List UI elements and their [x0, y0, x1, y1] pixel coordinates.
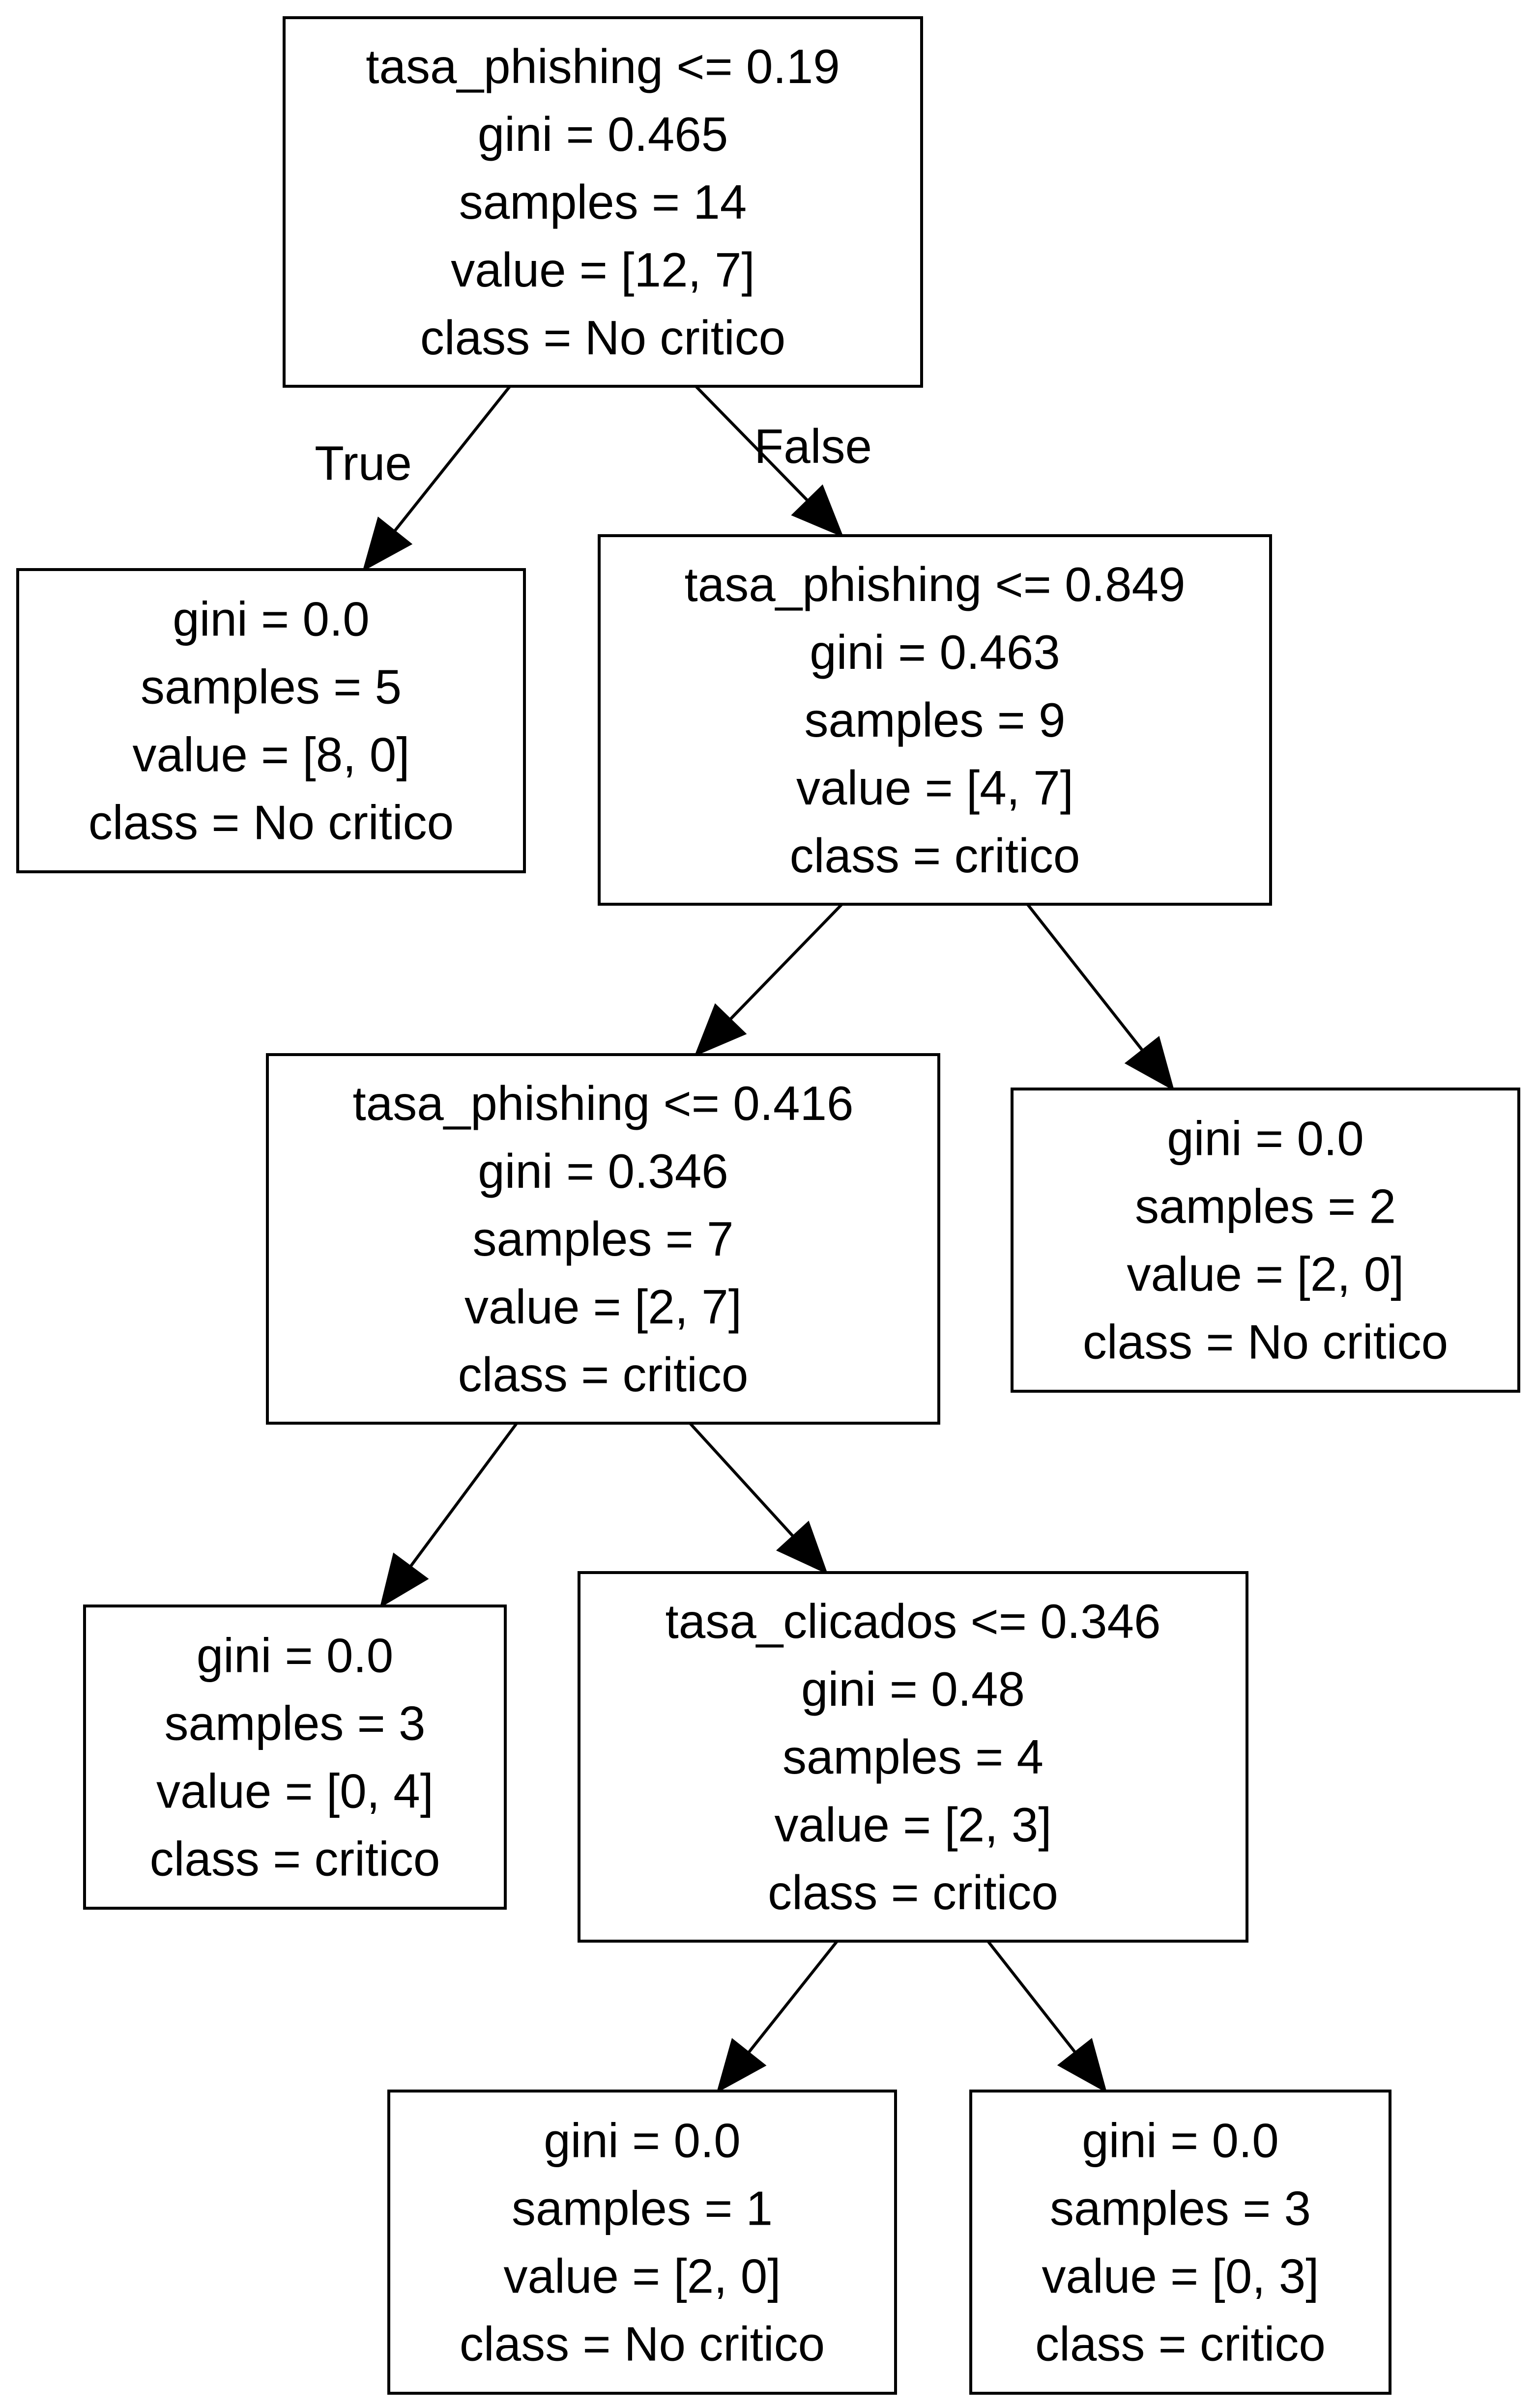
edge-line	[986, 1940, 1076, 2054]
node-text-line: class = No critico	[1083, 1315, 1448, 1369]
node-text-line: class = critico	[790, 829, 1080, 883]
edge-n6-n8	[986, 1940, 1107, 2093]
node-text-line: samples = 14	[459, 175, 747, 229]
arrow-head	[362, 516, 413, 572]
node-text-line: gini = 0.463	[810, 625, 1060, 679]
node-text-line: value = [0, 3]	[1042, 2249, 1319, 2303]
tree-node-n8: gini = 0.0 samples = 3 value = [0, 3] class…	[969, 2090, 1391, 2395]
node-text-line: value = [2, 0]	[504, 2249, 781, 2303]
node-text-line: samples = 3	[164, 1696, 425, 1750]
edge-line	[695, 385, 809, 502]
arrow-head	[694, 1003, 747, 1057]
edge-n6-n7	[716, 1940, 839, 2093]
node-text-line: gini = 0.0	[173, 592, 369, 646]
node-text-line: samples = 9	[804, 693, 1065, 747]
arrow-head	[379, 1552, 429, 1608]
tree-node-n1: gini = 0.0 samples = 5 value = [8, 0] class…	[16, 568, 526, 873]
edge-line	[1026, 903, 1144, 1052]
node-text-line: tasa_phishing <= 0.19	[366, 39, 840, 93]
arrow-head	[776, 1520, 828, 1575]
node-text-line: class = critico	[150, 1832, 440, 1886]
edges-layer: True False	[315, 385, 1175, 2093]
edge-label: False	[754, 419, 872, 473]
edge-line	[689, 1422, 794, 1538]
tree-node-n2: tasa_phishing <= 0.849 gini = 0.463 sample…	[598, 534, 1272, 906]
node-text-line: class = critico	[768, 1865, 1058, 1920]
node-text-line: value = [12, 7]	[451, 243, 754, 297]
node-box	[578, 1571, 1248, 1943]
node-text-line: samples = 1	[512, 2181, 773, 2236]
node-text-line: gini = 0.48	[801, 1662, 1025, 1716]
node-text-line: gini = 0.0	[544, 2114, 740, 2168]
node-text-line: samples = 7	[472, 1212, 733, 1266]
node-text-line: gini = 0.0	[197, 1629, 393, 1683]
node-text-line: value = [0, 4]	[156, 1764, 434, 1818]
tree-node-n7: gini = 0.0 samples = 1 value = [2, 0] class…	[387, 2090, 897, 2395]
edge-line	[747, 1940, 839, 2054]
edge-n3-n5	[379, 1422, 518, 1608]
node-text-line: class = No critico	[460, 2317, 825, 2371]
node-text-line: gini = 0.0	[1082, 2114, 1278, 2168]
node-text-line: gini = 0.465	[478, 107, 728, 161]
node-text-line: samples = 4	[782, 1730, 1043, 1784]
arrow-head	[1057, 2037, 1107, 2093]
node-text-line: samples = 3	[1050, 2181, 1311, 2236]
node-box	[16, 568, 526, 873]
edge-label: True	[315, 436, 412, 490]
edge-line	[409, 1422, 518, 1568]
node-box	[266, 1053, 940, 1425]
node-box	[83, 1605, 507, 1910]
tree-node-n6: tasa_clicados <= 0.346 gini = 0.48 samples…	[578, 1571, 1248, 1943]
arrow-head	[791, 484, 844, 538]
edge-n0-n1: True	[315, 385, 511, 572]
tree-node-n0: tasa_phishing <= 0.19 gini = 0.465 samples…	[283, 16, 923, 388]
edge-line	[729, 903, 843, 1021]
node-box	[969, 2090, 1391, 2395]
node-text-line: samples = 2	[1135, 1179, 1396, 1233]
node-text-line: samples = 5	[141, 660, 402, 714]
node-text-line: class = No critico	[88, 796, 454, 850]
edge-n0-n2: False	[695, 385, 872, 538]
arrow-head	[716, 2038, 767, 2093]
node-text-line: value = [2, 0]	[1127, 1247, 1404, 1301]
node-text-line: class = No critico	[420, 311, 785, 365]
nodes-layer: tasa_phishing <= 0.19 gini = 0.465 samples…	[16, 16, 1520, 2395]
node-text-line: value = [8, 0]	[133, 728, 410, 782]
node-text-line: value = [2, 3]	[775, 1798, 1052, 1852]
node-text-line: class = critico	[458, 1347, 749, 1402]
node-text-line: class = critico	[1035, 2317, 1326, 2371]
node-box	[387, 2090, 897, 2395]
arrow-head	[1124, 1036, 1175, 1091]
node-box	[598, 534, 1272, 906]
node-text-line: value = [4, 7]	[796, 761, 1073, 815]
node-text-line: tasa_phishing <= 0.849	[685, 557, 1186, 611]
tree-node-n4: gini = 0.0 samples = 2 value = [2, 0] class…	[1011, 1088, 1520, 1393]
edge-line	[393, 385, 511, 532]
tree-node-n3: tasa_phishing <= 0.416 gini = 0.346 sample…	[266, 1053, 940, 1425]
node-box	[1011, 1088, 1520, 1393]
node-text-line: gini = 0.0	[1167, 1112, 1363, 1166]
tree-node-n5: gini = 0.0 samples = 3 value = [0, 4] class…	[83, 1605, 507, 1910]
node-text-line: value = [2, 7]	[464, 1280, 742, 1334]
edge-n2-n4	[1026, 903, 1175, 1091]
edge-n3-n6	[689, 1422, 828, 1575]
edge-n2-n3	[694, 903, 843, 1057]
node-text-line: tasa_clicados <= 0.346	[666, 1594, 1161, 1648]
node-text-line: gini = 0.346	[478, 1144, 728, 1198]
node-box	[283, 16, 923, 388]
node-text-line: tasa_phishing <= 0.416	[353, 1076, 854, 1130]
